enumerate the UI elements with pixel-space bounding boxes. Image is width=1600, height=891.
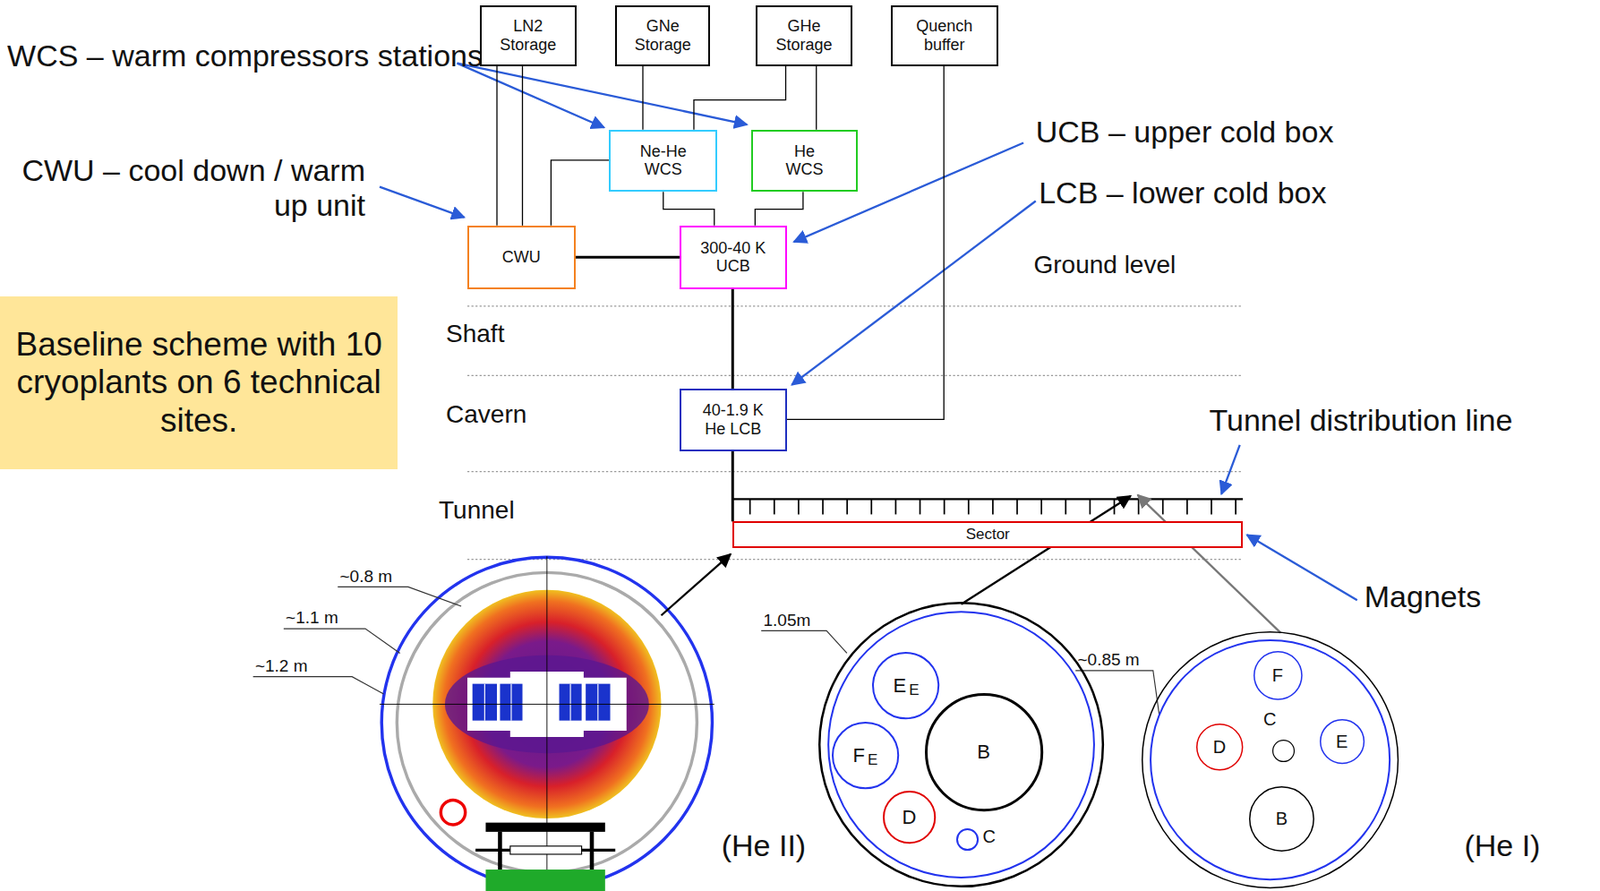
callout-text: CWU – cool down / warm up unit (8, 153, 366, 223)
node-label: C (1263, 709, 1276, 730)
cold-box: 300-40 K UCB (679, 225, 788, 290)
node-label: F (853, 744, 865, 767)
compressor-box: He WCS (751, 129, 859, 193)
node-label: Baseline scheme with 10 cryoplants on 6 … (15, 325, 383, 441)
dimension-leaders (253, 586, 1160, 714)
magnet-cross-section (379, 556, 715, 891)
level-name: Ground level (1033, 250, 1176, 280)
node-label: B (976, 740, 991, 763)
node-label: CWU (502, 248, 541, 267)
node-label: E (908, 681, 919, 700)
level-name: Shaft (445, 319, 505, 349)
dimension-label: 1.05m (762, 610, 811, 631)
dimension-label: ~0.85 m (1077, 650, 1139, 670)
dimension-label: ~1.1 m (285, 607, 339, 628)
pipe-circle: E (1319, 718, 1365, 764)
circle-outline (831, 721, 899, 789)
circle-text: FE (831, 721, 899, 789)
pipe-circle: B (924, 693, 1044, 812)
level-name: Tunnel (438, 496, 515, 525)
pipe-circle: F (1253, 650, 1303, 701)
pipe-section: (He I)FCDEB (1141, 631, 1399, 889)
pipe-circle: C (956, 828, 979, 851)
node-label: F (1272, 665, 1284, 686)
pipe-circle: FE (831, 721, 899, 789)
node-label: Ne-He WCS (627, 142, 700, 180)
pipe-circle: D (1196, 723, 1243, 771)
circle-text: E (1319, 718, 1365, 764)
pipe-line (754, 191, 804, 226)
circle-text: B (924, 693, 1044, 812)
sector-box: Sector (732, 521, 1243, 548)
callout-text: Magnets (1364, 579, 1481, 615)
node-label: GNe Storage (626, 17, 699, 54)
storage-box: LN2 Storage (479, 5, 577, 67)
circle-text: D (1196, 723, 1243, 771)
callout-text: Tunnel distribution line (1209, 402, 1514, 438)
level-lines (467, 306, 1243, 560)
buffer-box: Quench buffer (890, 5, 999, 67)
pipe-line (641, 66, 643, 130)
node-label: (He II) (721, 828, 806, 864)
node-label: He WCS (781, 142, 828, 180)
circle-outline (1141, 631, 1399, 889)
pipe-line (663, 191, 715, 226)
node-label: Sector (966, 525, 1010, 544)
node-label: Quench buffer (908, 17, 981, 54)
pipe-line (496, 66, 497, 226)
pipe-line (693, 66, 787, 130)
pipe-line (521, 66, 523, 226)
pipe-section: (He II)EEFEBDC (818, 601, 1104, 888)
node-label: E (867, 751, 878, 770)
cwu-box: CWU (467, 225, 576, 290)
callout-text: WCS – warm compressors stations (5, 38, 486, 74)
circle-text: D (882, 790, 936, 844)
node-label: 40-1.9 K He LCB (694, 401, 771, 438)
circle-outline (956, 828, 979, 851)
node-label: B (1275, 808, 1288, 830)
node-label: LN2 Storage (492, 17, 565, 54)
pipe-line (731, 289, 735, 390)
circle-text (956, 828, 979, 851)
pipe-circle: EE (872, 651, 940, 719)
pipe-circle: D (882, 790, 936, 844)
node-label: (He I) (1463, 828, 1541, 864)
pipe-line (787, 66, 945, 420)
circle-text: B (1249, 786, 1315, 852)
storage-box: GHe Storage (755, 5, 852, 67)
storage-box: GNe Storage (615, 5, 711, 67)
node-label: E (892, 674, 907, 697)
circle-text (1272, 739, 1295, 762)
pipe-line (575, 256, 680, 259)
node-label: E (1335, 731, 1348, 753)
pipe-circle: C (1272, 739, 1295, 762)
node-label: GHe Storage (768, 17, 840, 54)
pipe-line (731, 451, 735, 522)
circle-text: F (1253, 650, 1303, 701)
circle-outline (1272, 739, 1295, 762)
node-label: D (1213, 736, 1226, 758)
cold-box: 40-1.9 K He LCB (679, 388, 788, 452)
pipe-line (550, 160, 609, 226)
dimension-label: ~0.8 m (340, 566, 394, 587)
note-box: Baseline scheme with 10 cryoplants on 6 … (0, 296, 398, 471)
pipe-line (815, 66, 817, 130)
dimension-label: ~1.2 m (255, 656, 309, 676)
callout-text: UCB – upper cold box (1035, 114, 1335, 150)
node-label: C (982, 826, 995, 848)
node-label: 300-40 K UCB (694, 239, 771, 276)
compressor-box: Ne-He WCS (608, 129, 718, 193)
distribution-line (732, 498, 1243, 514)
callout-text: LCB – lower cold box (1038, 175, 1327, 211)
level-name: Cavern (445, 400, 527, 429)
pipe-circle: B (1249, 786, 1315, 852)
pointer-arrows (379, 63, 1358, 634)
node-label: D (901, 805, 916, 829)
circle-text: EE (872, 651, 940, 719)
circle-text (1141, 631, 1399, 889)
